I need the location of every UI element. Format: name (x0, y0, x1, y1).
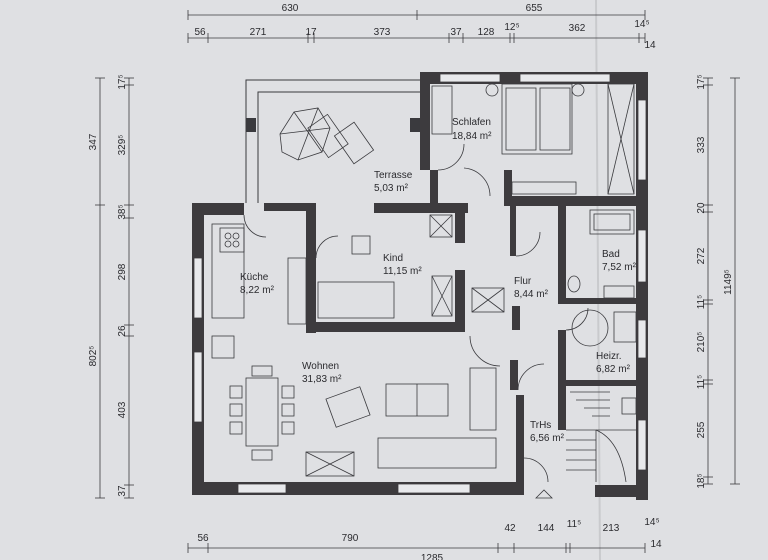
terrace-post (410, 118, 420, 132)
furniture (211, 83, 637, 499)
dim-right-8: 255 (696, 421, 707, 438)
dim-bottom-1: 56 (197, 533, 209, 544)
room-schlafen-area: 18,84 m² (452, 131, 492, 142)
room-heizr-area: 6,82 m² (596, 364, 631, 375)
dim-bottom-8: 14 (650, 539, 662, 550)
room-schlafen-name: Schlafen (452, 117, 491, 128)
room-wohnen-area: 31,83 m² (302, 374, 342, 385)
terrace-outline (245, 79, 420, 203)
dim-top-total-2: 655 (526, 3, 543, 14)
dim-top-10: 14 (644, 40, 656, 51)
dim-top-1: 56 (194, 27, 206, 38)
room-kind-area: 11,15 m² (383, 266, 422, 277)
dim-bottom-5: 11⁵ (567, 519, 582, 530)
dim-top-total-1: 630 (282, 3, 299, 14)
dim-right-4: 272 (696, 247, 707, 264)
dim-left-2: 329⁵ (117, 135, 128, 156)
dim-left-7: 37 (117, 485, 128, 497)
dim-left-outer-2: 802⁵ (88, 346, 99, 367)
dim-right-5: 11⁵ (696, 295, 707, 310)
room-kueche-area: 8,22 m² (240, 285, 275, 296)
room-terrasse-name: Terrasse (374, 170, 413, 181)
dim-left-1: 17⁵ (117, 74, 128, 89)
terrace-post (246, 118, 256, 132)
windows (193, 73, 647, 494)
dim-bottom-3: 42 (504, 523, 516, 534)
door-swings (243, 143, 589, 483)
dim-left-6: 403 (117, 401, 128, 418)
room-terrasse-area: 5,03 m² (374, 183, 409, 194)
dim-top-2: 271 (250, 27, 267, 38)
dim-right-7: 11⁵ (696, 375, 707, 390)
paper-fold (595, 0, 601, 560)
dim-left-5: 26 (117, 325, 128, 337)
dim-left-3: 38⁵ (117, 204, 128, 219)
room-trhs-name: TrHs (530, 420, 551, 431)
dim-top-5: 37 (450, 27, 462, 38)
dim-right-2: 333 (696, 136, 707, 153)
room-bad-name: Bad (602, 249, 620, 260)
dim-right-9: 18⁵ (696, 473, 707, 488)
dim-right-3: 20 (696, 202, 707, 214)
dim-bottom-total: 1285 (421, 553, 444, 560)
room-heizr-name: Heizr. (596, 351, 622, 362)
dimension-lines (95, 10, 740, 553)
dim-right-1: 17⁵ (696, 74, 707, 89)
dim-bottom-4: 144 (538, 523, 555, 534)
dim-top-7: 12⁵ (504, 22, 519, 33)
dim-right-outer: 1149⁵ (723, 269, 734, 295)
room-flur-area: 8,44 m² (514, 289, 549, 300)
dim-top-3: 17 (305, 27, 317, 38)
room-kind-name: Kind (383, 253, 403, 264)
room-trhs-area: 6,56 m² (530, 433, 565, 444)
dim-left-outer-1: 347 (88, 133, 99, 150)
dim-bottom-6: 213 (603, 523, 620, 534)
dim-right-6: 210⁵ (696, 332, 707, 353)
dim-bottom-2: 790 (342, 533, 359, 544)
dim-top-6: 128 (478, 27, 495, 38)
dim-bottom-7: 14⁵ (644, 517, 659, 528)
room-bad-area: 7,52 m² (602, 262, 637, 273)
room-wohnen-name: Wohnen (302, 361, 339, 372)
room-flur-name: Flur (514, 276, 532, 287)
dim-top-8: 362 (569, 23, 586, 34)
dim-top-4: 373 (374, 27, 391, 38)
dim-top-9: 14⁵ (634, 19, 649, 30)
dim-left-4: 298 (117, 263, 128, 280)
room-kueche-name: Küche (240, 272, 269, 283)
